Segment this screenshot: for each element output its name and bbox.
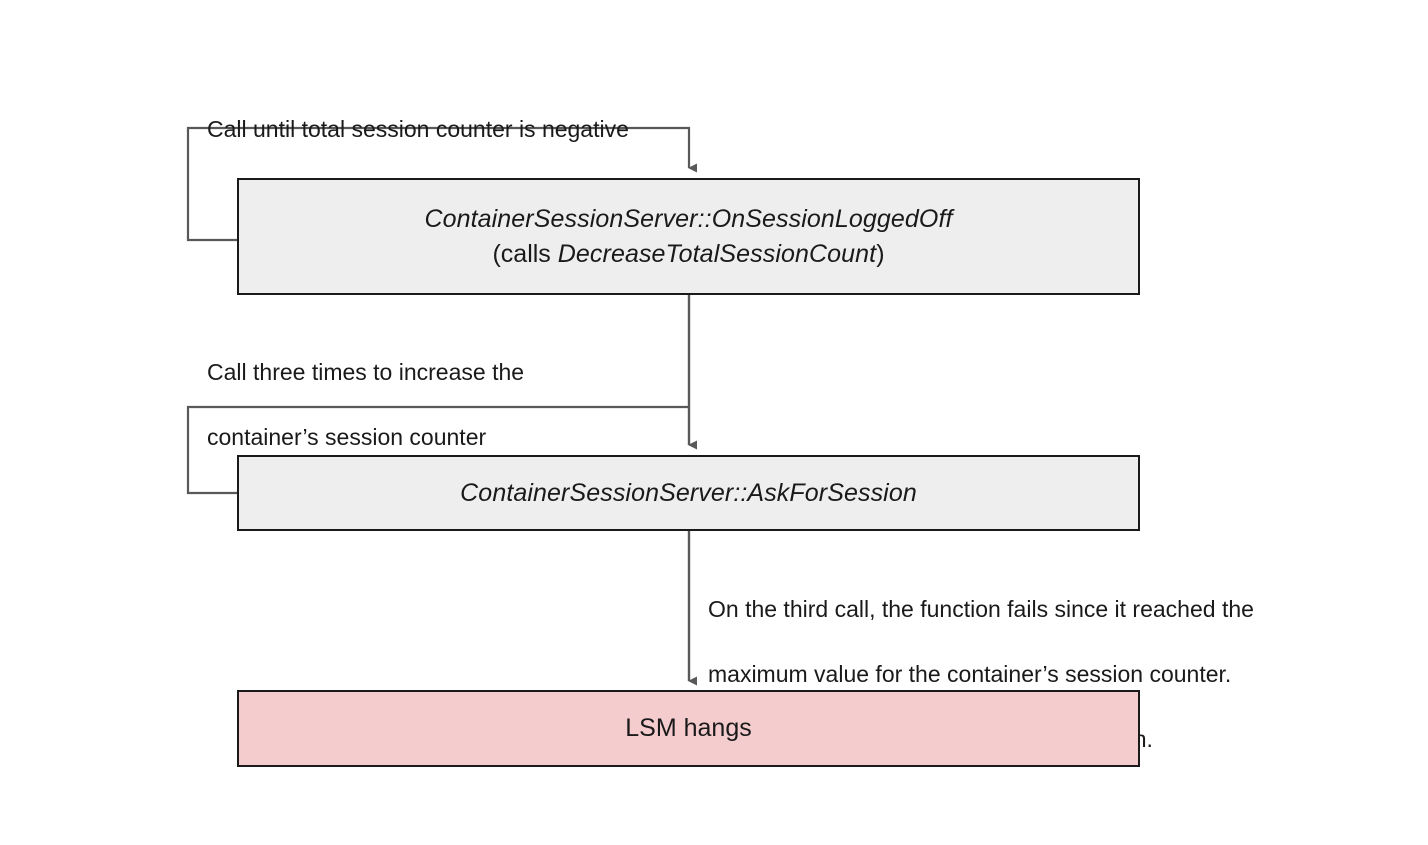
node-on-session-logged-off[interactable]: ContainerSessionServer::OnSessionLoggedO… xyxy=(237,178,1140,295)
node-ask-for-session-title: ContainerSessionServer::AskForSession xyxy=(460,478,917,507)
node-lsm-hangs[interactable]: LSM hangs xyxy=(237,690,1140,767)
annotation-loop-top-line1: Call until total session counter is nega… xyxy=(207,116,629,143)
calls-function-name: DecreaseTotalSessionCount xyxy=(557,239,877,268)
node-on-session-logged-off-subtitle: (calls DecreaseTotalSessionCount) xyxy=(492,237,884,272)
calls-prefix: (calls xyxy=(492,239,558,268)
node-ask-for-session[interactable]: ContainerSessionServer::AskForSession xyxy=(237,455,1140,531)
calls-suffix: ) xyxy=(876,239,885,268)
annotation-loop-middle-line1: Call three times to increase the xyxy=(207,359,525,386)
annotation-loop-top: Call until total session counter is nega… xyxy=(207,81,767,178)
annotation-failure-note-line2: maximum value for the container’s sessio… xyxy=(708,661,1232,688)
node-lsm-hangs-title: LSM hangs xyxy=(625,714,752,743)
annotation-loop-middle-line2: container’s session counter xyxy=(207,424,487,451)
node-on-session-logged-off-title: ContainerSessionServer::OnSessionLoggedO… xyxy=(424,205,953,233)
annotation-loop-middle: Call three times to increase the contain… xyxy=(207,324,727,486)
annotation-failure-note-line1: On the third call, the function fails si… xyxy=(708,596,1254,623)
